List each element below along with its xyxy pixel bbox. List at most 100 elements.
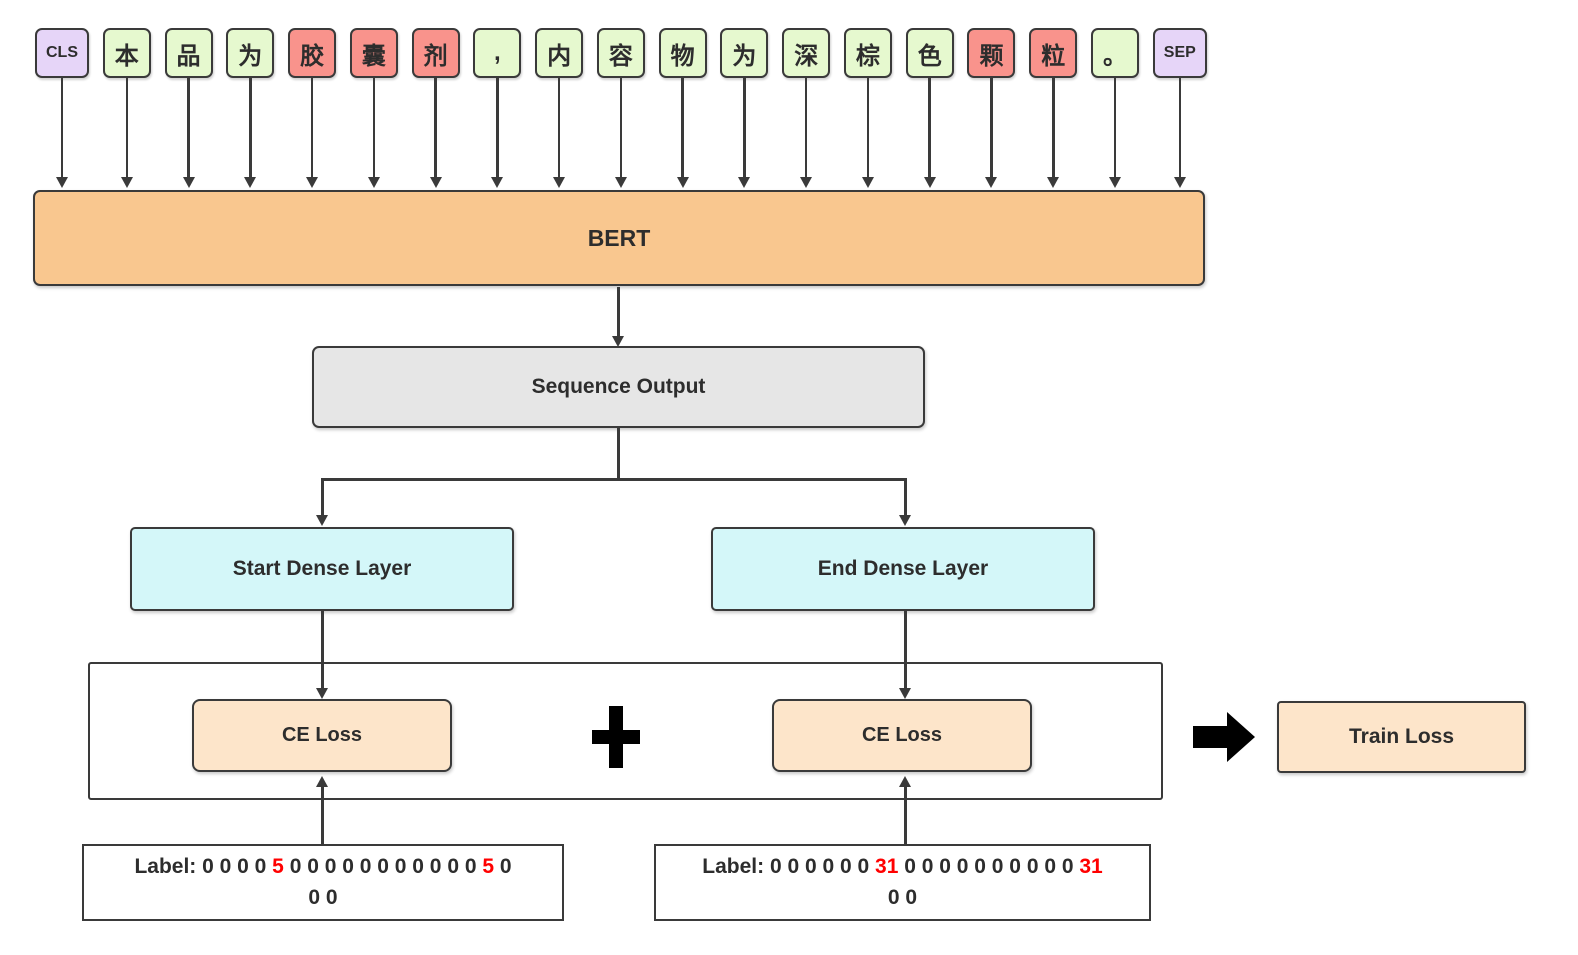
arrow-down-icon (1052, 78, 1055, 178)
arrow-down-icon (866, 78, 870, 178)
right-arrow-stem (1193, 726, 1229, 748)
token-column: 胶 (288, 28, 337, 178)
token-column: 物 (658, 28, 707, 178)
token: 囊 (349, 28, 398, 78)
arrow-down-icon (249, 78, 252, 178)
arrow-down-icon (496, 78, 499, 178)
token-column: CLS (35, 28, 89, 178)
label-highlight-value: 5 (272, 855, 284, 879)
token-column: 。 (1091, 28, 1140, 178)
arrow-down-icon (187, 78, 190, 178)
split-to-start-dense-arrow (321, 478, 324, 516)
token: 棕 (843, 28, 892, 78)
token-column: 本 (102, 28, 151, 178)
token: 色 (905, 28, 954, 78)
label-highlight-value: 5 (482, 855, 495, 879)
label-text: Label: 0 0 0 0 (134, 855, 273, 879)
sequence-split-horizontal-line (321, 478, 907, 481)
start-label-line2: 0 0 (308, 885, 338, 909)
label-text: 0 0 0 0 0 0 0 0 0 0 0 (283, 855, 483, 879)
start-label-line1: Label: 0 0 0 0 5 0 0 0 0 0 0 0 0 0 0 0 5… (134, 852, 511, 882)
label-text: Label: 0 0 0 0 0 0 (702, 855, 876, 879)
plus-horizontal-bar (592, 730, 640, 744)
token: 容 (596, 28, 645, 78)
right-arrow-head (1227, 712, 1255, 762)
end-label-line1: Label: 0 0 0 0 0 0 31 0 0 0 0 0 0 0 0 0 … (702, 852, 1102, 882)
end-label-line2: 0 0 (887, 885, 918, 909)
token-column: 囊 (349, 28, 398, 178)
token-column: 色 (905, 28, 954, 178)
token: 深 (782, 28, 831, 78)
sequence-split-stem-line (617, 428, 620, 480)
arrow-down-icon (310, 78, 314, 178)
token-row: CLS 本 品 为 胶 囊 剂 , (35, 28, 1207, 178)
token: 内 (535, 28, 584, 78)
arrow-down-icon (60, 78, 64, 178)
token-column: 剂 (411, 28, 460, 178)
ce-loss-end-label: CE Loss (861, 724, 943, 746)
label-highlight-value: 31 (875, 855, 899, 879)
end-label-box: Label: 0 0 0 0 0 0 31 0 0 0 0 0 0 0 0 0 … (654, 844, 1151, 921)
token: 颗 (967, 28, 1016, 78)
token: 粒 (1029, 28, 1078, 78)
arrow-down-icon (125, 78, 129, 178)
arrow-down-icon (434, 78, 437, 178)
end-dense-layer-label: End Dense Layer (817, 557, 989, 580)
label-text: 0 0 0 0 0 0 0 0 0 0 (898, 855, 1080, 879)
bert-label: BERT (587, 224, 651, 251)
bert-to-sequence-arrow (617, 287, 620, 337)
arrow-down-icon (990, 78, 993, 178)
token-column: 内 (535, 28, 584, 178)
arrow-down-icon (1113, 78, 1117, 178)
right-arrow-icon (1193, 712, 1255, 762)
arrow-down-icon (928, 78, 931, 178)
token: CLS (35, 28, 89, 78)
start-label-box: Label: 0 0 0 0 5 0 0 0 0 0 0 0 0 0 0 0 5… (82, 844, 564, 921)
token: 胶 (288, 28, 337, 78)
arrow-down-icon (557, 78, 561, 178)
arrow-down-icon (372, 78, 376, 178)
end-label-to-ce-arrow (904, 786, 907, 845)
token-column: 颗 (967, 28, 1016, 178)
sequence-output-box: Sequence Output (312, 346, 925, 428)
token-column: 为 (226, 28, 275, 178)
ce-loss-start-label: CE Loss (281, 724, 363, 746)
end-dense-layer-box: End Dense Layer (711, 527, 1095, 611)
ce-loss-start-box: CE Loss (192, 699, 452, 772)
token-column: 为 (720, 28, 769, 178)
start-label-to-ce-arrow (321, 786, 324, 845)
token-column: 容 (596, 28, 645, 178)
sequence-output-label: Sequence Output (531, 375, 706, 398)
arrow-down-icon (681, 78, 684, 178)
start-dense-layer-label: Start Dense Layer (232, 557, 412, 580)
token-column: 粒 (1029, 28, 1078, 178)
label-text: 0 (494, 855, 512, 879)
start-dense-to-ce-arrow (321, 611, 324, 689)
token-column: 品 (164, 28, 213, 178)
arrow-down-icon (619, 78, 623, 178)
split-to-end-dense-arrow (904, 478, 907, 516)
token: 为 (226, 28, 275, 78)
token: 。 (1091, 28, 1140, 78)
token-column: 深 (782, 28, 831, 178)
train-loss-box: Train Loss (1277, 701, 1526, 773)
token-column: 棕 (843, 28, 892, 178)
train-loss-label: Train Loss (1348, 725, 1455, 748)
plus-icon (592, 706, 640, 768)
start-dense-layer-box: Start Dense Layer (130, 527, 514, 611)
token: , (473, 28, 522, 78)
token-column: , (473, 28, 522, 178)
label-highlight-value: 31 (1079, 855, 1103, 879)
arrow-down-icon (1178, 78, 1182, 178)
token: 物 (658, 28, 707, 78)
end-dense-to-ce-arrow (904, 611, 907, 689)
token: 剂 (411, 28, 460, 78)
arrow-down-icon (743, 78, 746, 178)
ce-loss-end-box: CE Loss (772, 699, 1032, 772)
token: 为 (720, 28, 769, 78)
token: SEP (1152, 28, 1207, 78)
bert-box: BERT (33, 190, 1205, 286)
token: 品 (164, 28, 213, 78)
token-column: SEP (1152, 28, 1207, 178)
